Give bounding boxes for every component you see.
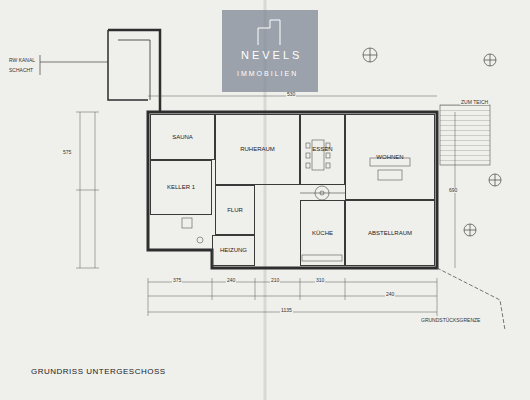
note: GRUNDSTÜCKSGRENZE bbox=[420, 318, 481, 323]
room: SAUNA bbox=[150, 114, 215, 160]
watermark-logo bbox=[258, 20, 280, 45]
drawing-title: GRUNDRISS UNTERGESCHOSS bbox=[30, 368, 167, 376]
dimension: 1135 bbox=[280, 308, 293, 313]
room-name: SAUNA bbox=[172, 134, 193, 141]
sofa bbox=[370, 158, 410, 180]
watermark-box bbox=[222, 10, 318, 92]
room-name: KELLER 1 bbox=[167, 184, 195, 191]
room-name: KÜCHE bbox=[312, 230, 333, 237]
dimension: 690 bbox=[448, 188, 458, 193]
stair-symbol bbox=[300, 186, 345, 200]
room-name: FLUR bbox=[227, 207, 243, 214]
room: FLUR bbox=[215, 185, 255, 235]
room: WOHNEN bbox=[345, 114, 435, 200]
dimension: 375 bbox=[172, 278, 182, 283]
dimension: 210 bbox=[270, 278, 280, 283]
note: SCHACHT bbox=[8, 68, 34, 73]
watermark: IMMOBILIEN bbox=[236, 70, 299, 77]
room: HEIZUNG bbox=[212, 235, 255, 266]
tree-symbol bbox=[363, 48, 501, 236]
room-name: HEIZUNG bbox=[220, 247, 247, 254]
note: RW KANAL bbox=[8, 58, 36, 63]
sanitary bbox=[182, 218, 203, 243]
room-name: ESSEN bbox=[312, 146, 332, 153]
kitchen-counter bbox=[302, 255, 342, 261]
terrace bbox=[440, 105, 490, 165]
dimension: 240 bbox=[226, 278, 236, 283]
dimension: 575 bbox=[62, 150, 72, 155]
room-name: WOHNEN bbox=[376, 154, 403, 161]
room: KELLER 1 bbox=[150, 160, 212, 215]
room-name: RUHERAUM bbox=[240, 146, 275, 153]
note: ZUM TEICH bbox=[460, 100, 489, 105]
room: ESSEN bbox=[300, 114, 345, 185]
dimension: 530 bbox=[286, 92, 296, 97]
room: ABSTELLRAUM bbox=[345, 200, 435, 266]
dimension: 310 bbox=[315, 278, 325, 283]
dimension: 240 bbox=[385, 292, 395, 297]
dimension-lines bbox=[76, 96, 455, 316]
room: RUHERAUM bbox=[215, 114, 300, 185]
room-name: ABSTELLRAUM bbox=[368, 230, 412, 237]
watermark: NEVELS bbox=[240, 50, 303, 61]
drain-pipe bbox=[40, 55, 108, 75]
dining-table bbox=[306, 140, 330, 170]
room: KÜCHE bbox=[300, 200, 345, 266]
